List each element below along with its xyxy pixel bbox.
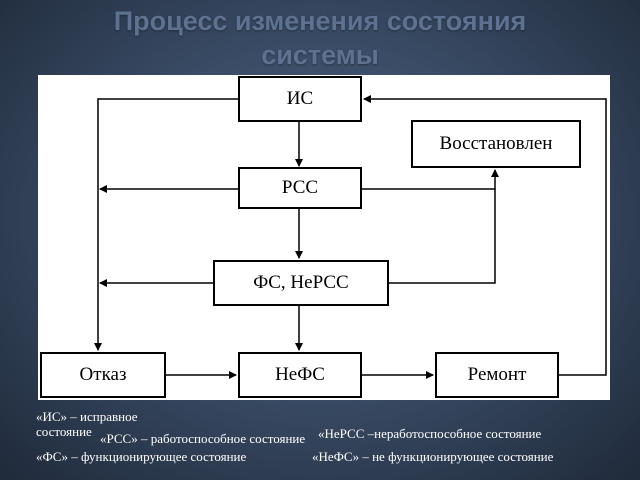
box-repair: Ремонт (435, 352, 559, 398)
box-repair-label: Ремонт (467, 364, 527, 385)
box-nefs: НеФС (238, 352, 362, 398)
legend-fs: «ФС» – функционирующее состояние (36, 449, 247, 464)
box-rss: РСС (238, 167, 362, 209)
arrow-repair-to-is (363, 95, 607, 376)
box-is-label: ИС (286, 88, 314, 109)
legend-nefs: «НеФС» – не функционирующее состояние (312, 449, 554, 464)
legend-rss: «РСС» – работоспособное состояние (100, 431, 306, 446)
box-restored: Восстановлен (411, 120, 581, 168)
legend-is: «ИС» – исправное состояние (36, 409, 138, 439)
legend-nerss: «НеРСС –неработоспособное состояние (318, 426, 542, 441)
box-fs-nerss: ФС, НеРСС (213, 260, 389, 306)
box-failure-label: Отказ (79, 364, 127, 385)
title-line-2: системы (261, 40, 379, 70)
box-is: ИС (238, 76, 362, 122)
box-nefs-label: НеФС (275, 364, 325, 385)
title-line-1: Процесс изменения состояния (113, 6, 527, 36)
page-title: Процесс изменения состояния системы (0, 4, 640, 72)
box-failure: Отказ (40, 352, 166, 398)
arrow-fs-to-restored (388, 189, 496, 284)
arrow-is-to-failure (94, 98, 238, 351)
box-restored-label: Восстановлен (439, 133, 553, 154)
arrow-rss-to-restored (360, 169, 499, 190)
box-rss-label: РСС (281, 177, 319, 198)
box-fs-nerss-label: ФС, НеРСС (253, 272, 349, 293)
